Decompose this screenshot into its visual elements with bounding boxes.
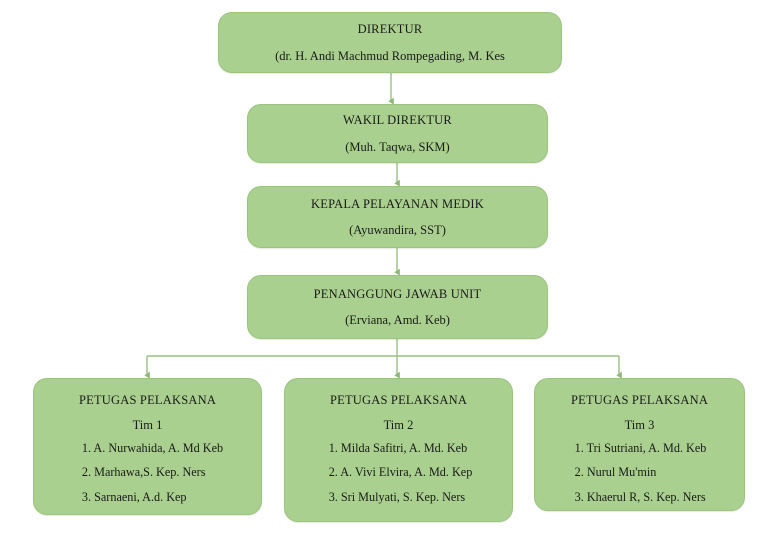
node-tim-2-label: Tim 2 [383,418,414,433]
list-item: 1. Tri Sutriani, A. Md. Keb [574,440,707,455]
node-penanggung-jawab-unit[interactable]: PENANGGUNG JAWAB UNIT (Erviana, Amd. Keb… [247,275,548,339]
node-direktur[interactable]: DIREKTUR (dr. H. Andi Machmud Rompegadin… [218,12,562,73]
list-item: 3. Sarnaeni, A.d. Kep [81,489,187,504]
list-item: 3. Sri Mulyati, S. Kep. Ners [328,489,466,504]
node-tim-2-title: PETUGAS PELAKSANA [329,393,468,407]
node-penanggung-jawab-unit-subtitle: (Erviana, Amd. Keb) [345,313,450,327]
node-kepala-pelayanan-medik-title: KEPALA PELAYANAN MEDIK [311,196,484,211]
list-item: 1. A. Nurwahida, A. Md Keb [81,440,224,455]
node-wakil-direktur[interactable]: WAKIL DIREKTUR (Muh. Taqwa, SKM) [247,104,548,163]
node-kepala-pelayanan-medik[interactable]: KEPALA PELAYANAN MEDIK (Ayuwandira, SST) [247,186,548,248]
list-item: 3. Khaerul R, S. Kep. Ners [574,489,706,504]
tim-1-member-list: 1. A. Nurwahida, A. Md Keb 2. Marhawa,S.… [81,440,224,504]
node-kepala-pelayanan-medik-subtitle: (Ayuwandira, SST) [349,223,446,237]
tim-3-member-list: 1. Tri Sutriani, A. Md. Keb 2. Nurul Mu'… [574,440,707,504]
list-item: 2. Nurul Mu'min [574,465,657,480]
node-petugas-pelaksana-tim-3[interactable]: PETUGAS PELAKSANA Tim 3 1. Tri Sutriani,… [534,378,745,511]
node-tim-3-label: Tim 3 [624,418,655,433]
list-item: 2. Marhawa,S. Kep. Ners [81,465,206,480]
node-wakil-direktur-subtitle: (Muh. Taqwa, SKM) [345,139,450,154]
node-wakil-direktur-title: WAKIL DIREKTUR [343,113,452,128]
node-tim-1-title: PETUGAS PELAKSANA [78,393,217,407]
node-tim-3-title: PETUGAS PELAKSANA [570,393,709,407]
node-petugas-pelaksana-tim-1[interactable]: PETUGAS PELAKSANA Tim 1 1. A. Nurwahida,… [33,378,262,515]
tim-2-member-list: 1. Milda Safitri, A. Md. Keb 2. A. Vivi … [328,440,473,504]
node-petugas-pelaksana-tim-2[interactable]: PETUGAS PELAKSANA Tim 2 1. Milda Safitri… [284,378,513,522]
node-penanggung-jawab-unit-title: PENANGGUNG JAWAB UNIT [313,286,482,301]
list-item: 1. Milda Safitri, A. Md. Keb [328,440,468,455]
node-direktur-title: DIREKTUR [357,22,423,37]
list-item: 2. A. Vivi Elvira, A. Md. Kep [328,465,473,480]
node-tim-1-label: Tim 1 [132,418,163,433]
node-direktur-subtitle: (dr. H. Andi Machmud Rompegading, M. Kes [275,48,505,63]
